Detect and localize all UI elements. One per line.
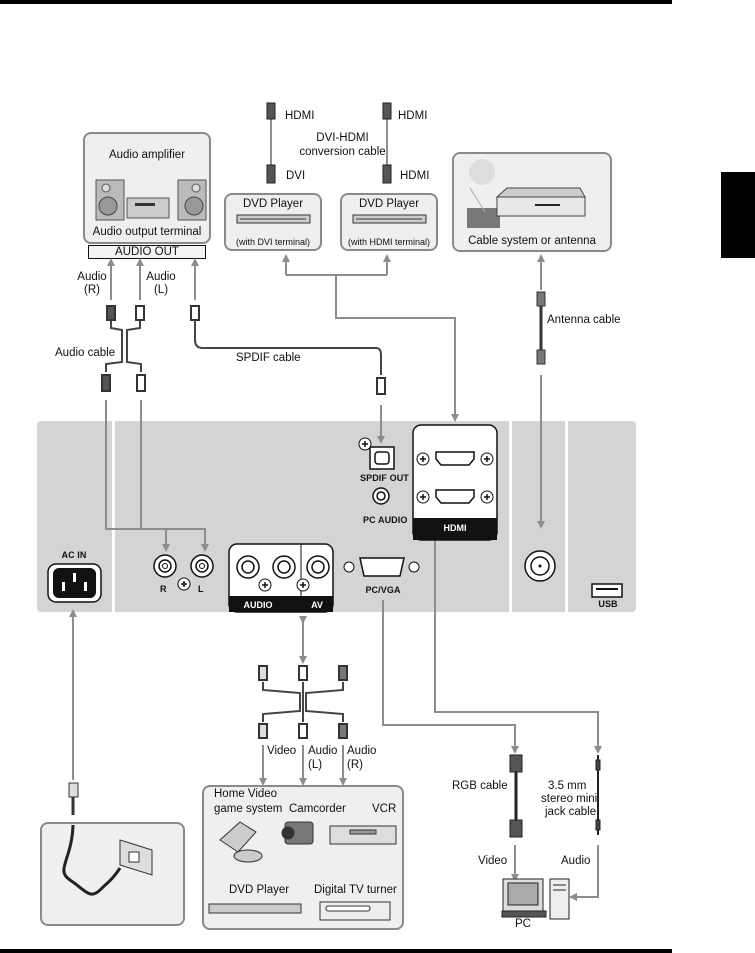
dvd-dvi-subtitle: (with DVI terminal) <box>235 237 310 247</box>
hdmi-cable-icon <box>382 102 392 184</box>
audio-out-port <box>88 245 206 259</box>
rgb-cable-icon <box>509 754 523 838</box>
hdmi-top-left-label: HDMI <box>285 110 315 122</box>
hdmi-port-2[interactable] <box>435 489 475 504</box>
pc-audio-port[interactable] <box>372 487 390 505</box>
screw-icon <box>258 578 310 592</box>
pc-audio-label: Audio <box>561 855 591 867</box>
antenna-input-port[interactable] <box>524 550 556 582</box>
pc-video-label: Video <box>478 855 508 867</box>
audio-out-label: AUDIO OUT <box>115 246 179 258</box>
av-composite-cable-icon <box>258 665 348 739</box>
pc-label: PC <box>515 918 531 930</box>
audio-l-label-1: Audio <box>146 271 176 283</box>
av-audio-l-label-1: Audio <box>308 745 338 757</box>
game-console-icon <box>219 821 263 863</box>
dvi-hdmi-cable-label-1: DVI-HDMI <box>316 132 369 144</box>
dvd-hdmi-subtitle: (with HDMI terminal) <box>347 237 430 247</box>
spdif-cable-label: SPDIF cable <box>236 352 301 364</box>
antenna-cable-label: Antenna cable <box>547 314 621 326</box>
audio-r-label-1: Audio <box>77 271 107 283</box>
hdmi-top-right-label: HDMI <box>398 110 428 122</box>
usb-port[interactable] <box>591 583 623 598</box>
pc-monitor-icon <box>501 878 547 918</box>
digital-tv-tuner-label: Digital TV turner <box>314 884 397 896</box>
spdif-out-label: SPDIF OUT <box>360 473 409 483</box>
dvd-player-label: DVD Player <box>229 884 290 896</box>
antenna-dish-icon <box>467 159 500 228</box>
spdif-out-port[interactable] <box>358 437 395 470</box>
vcr-icon <box>329 825 397 845</box>
audio-l-label-2: (L) <box>153 284 169 296</box>
panel-usb-section <box>568 421 636 612</box>
spdif-cable-icon <box>190 305 386 395</box>
vcr-label: VCR <box>372 803 397 815</box>
audio-group-label: AUDIO <box>244 600 273 610</box>
rca-r-port[interactable] <box>153 554 177 578</box>
audio-r-input-port[interactable] <box>236 555 260 579</box>
bottom-rule <box>0 949 672 953</box>
dvd-player-icon <box>208 903 302 914</box>
pc-vga-port[interactable] <box>343 557 420 577</box>
mini-jack-label-1: 3.5 mm <box>548 780 587 792</box>
audio-amplifier-title: Audio amplifier <box>108 149 186 161</box>
amplifier-unit-icon <box>126 197 170 219</box>
av-audio-r-label-2: (R) <box>347 759 363 771</box>
power-plug-icon <box>68 782 79 815</box>
hdmi-port-group: HDMI <box>412 424 498 541</box>
av-video-label: Video <box>267 745 297 757</box>
usb-label: USB <box>598 599 618 609</box>
screw-icon <box>416 452 494 504</box>
audio-l-input-port[interactable] <box>272 555 296 579</box>
audio-cable-icon <box>101 305 146 392</box>
screw-icon <box>177 577 191 591</box>
audio-cable-label: Audio cable <box>55 347 116 359</box>
game-system-label-2: game system <box>214 803 283 815</box>
game-system-label-1: Home Video <box>214 788 278 800</box>
dvi-hdmi-cable-label-2: conversion cable <box>299 146 386 158</box>
av-group-label: AV <box>311 600 323 610</box>
dvd-hdmi-title: DVD Player <box>358 198 420 210</box>
pc-tower-icon <box>549 878 570 920</box>
rca-l-port[interactable] <box>190 554 214 578</box>
panel-l-label: L <box>198 584 204 594</box>
av-audio-r-label-1: Audio <box>347 745 377 757</box>
mini-jack-cable-icon <box>595 755 601 835</box>
pc-vga-label: PC/VGA <box>365 585 401 595</box>
dvd-player-icon <box>236 214 311 224</box>
pc-audio-port-label: PC AUDIO <box>363 515 408 525</box>
ac-in-socket[interactable] <box>47 563 102 603</box>
dvd-player-icon <box>352 214 427 224</box>
av-video-input-port[interactable] <box>306 555 330 579</box>
top-rule <box>0 0 672 4</box>
digital-tv-tuner-icon <box>319 901 391 921</box>
speaker-right-icon <box>177 179 207 221</box>
side-tab <box>721 172 755 258</box>
cable-antenna-title: Cable system or antenna <box>468 235 596 247</box>
ac-in-label: AC IN <box>61 550 87 560</box>
cable-box-icon <box>495 187 586 217</box>
rgb-cable-label: RGB cable <box>452 780 508 792</box>
hdmi-port-1[interactable] <box>435 451 475 466</box>
dvi-hdmi-cable-icon <box>266 102 276 184</box>
wall-outlet-icon <box>119 839 153 876</box>
mini-jack-label-3: jack cable <box>545 806 597 818</box>
speaker-left-icon <box>95 179 125 221</box>
hdmi-end-label: HDMI <box>400 170 430 182</box>
hdmi-group-label: HDMI <box>444 523 467 533</box>
antenna-cable-icon <box>536 291 546 365</box>
audio-output-terminal-label: Audio output terminal <box>92 226 202 238</box>
power-cord-icon <box>62 824 122 896</box>
audio-r-label-2: (R) <box>84 284 100 296</box>
dvd-dvi-title: DVD Player <box>242 198 304 210</box>
mini-jack-label-2: stereo mini <box>541 793 598 805</box>
camcorder-icon <box>281 821 314 845</box>
camcorder-label: Camcorder <box>289 803 346 815</box>
av-audio-l-label-2: (L) <box>308 759 323 771</box>
dvi-end-label: DVI <box>286 170 306 182</box>
panel-r-label: R <box>160 584 167 594</box>
